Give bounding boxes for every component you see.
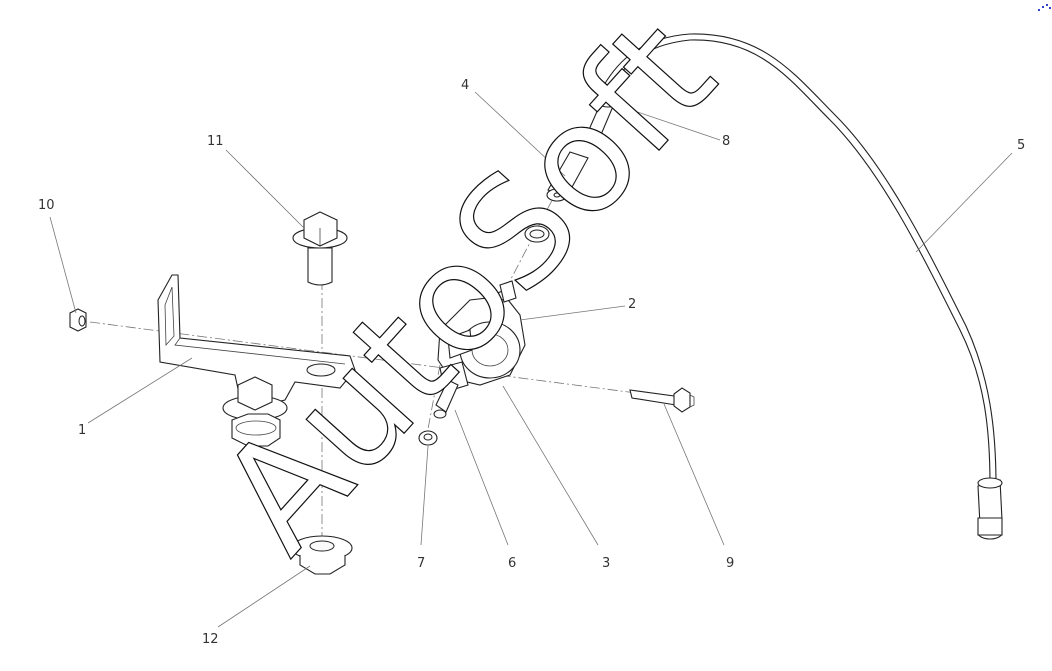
callout-3: 3 <box>602 556 610 571</box>
callout-9: 9 <box>726 556 734 571</box>
hose-clip <box>524 225 550 243</box>
part-4-sleeve <box>546 151 589 202</box>
part-1-bracket <box>157 274 356 409</box>
callout-8: 8 <box>722 134 730 149</box>
part-9-bolt <box>629 387 695 413</box>
callout-1: 1 <box>78 423 86 438</box>
callout-2: 2 <box>628 297 636 312</box>
part-10-nut <box>69 308 87 332</box>
callout-12: 12 <box>202 632 219 647</box>
part-12-flange-nut <box>291 535 353 575</box>
callout-5: 5 <box>1017 138 1025 153</box>
part-8-hose-fitting <box>587 92 620 138</box>
corner-logo-mark <box>1038 4 1051 11</box>
callout-7: 7 <box>417 556 425 571</box>
callout-6: 6 <box>508 556 516 571</box>
bracket-nut <box>222 376 288 447</box>
part-11-flange-bolt <box>292 211 348 286</box>
part-5-hose <box>599 33 1003 540</box>
callout-11: 11 <box>207 134 224 149</box>
part-7-small-nut <box>418 430 438 446</box>
callout-4: 4 <box>461 78 469 93</box>
callout-labels: 1 2 3 4 5 6 7 8 9 10 11 12 <box>38 78 1025 647</box>
part-6-nozzle <box>433 361 469 419</box>
leader-lines <box>49 91 1013 628</box>
callout-10: 10 <box>38 198 55 213</box>
